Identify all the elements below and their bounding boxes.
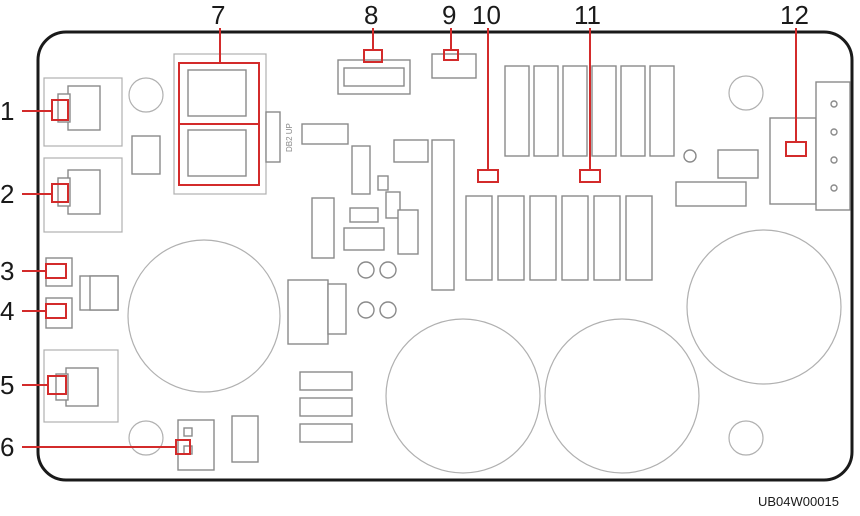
connector-1 <box>43 77 123 147</box>
connector-5 <box>43 349 119 423</box>
module-beside-3-4 <box>79 275 119 311</box>
led-11 <box>579 169 601 183</box>
misc-components <box>287 123 759 443</box>
callout-7: 7 <box>211 0 225 30</box>
callout-3: 3 <box>0 256 14 286</box>
capacitor-center-left <box>385 318 541 474</box>
capacitor-right <box>686 229 842 385</box>
callout-1: 1 <box>0 96 14 126</box>
connector-6 <box>177 419 215 471</box>
terminal-block-12 <box>769 81 851 211</box>
callout-11: 11 <box>574 0 601 30</box>
connector-9 <box>431 53 477 79</box>
callout-8: 8 <box>364 0 378 30</box>
mount-hole-top-right <box>728 75 764 111</box>
connector-8 <box>337 59 411 95</box>
callout-5: 5 <box>0 370 14 400</box>
capacitor-center-right <box>544 318 700 474</box>
callout-6: 6 <box>0 432 14 462</box>
connector-2 <box>43 157 123 233</box>
component-near-1 <box>131 135 161 175</box>
component-near-6 <box>231 415 259 463</box>
mount-hole-top-left <box>128 77 164 113</box>
callout-10: 10 <box>472 0 501 30</box>
silkscreen-label: DB2 UP <box>285 123 294 152</box>
led-10 <box>477 169 499 183</box>
resistor-array-top <box>504 65 675 157</box>
callout-4: 4 <box>0 296 14 326</box>
capacitor-left <box>127 239 281 393</box>
figure-code: UB04W00015 <box>758 494 839 509</box>
callout-9: 9 <box>442 0 456 30</box>
mount-hole-bottom-left <box>128 420 164 456</box>
mount-hole-bottom-right <box>728 420 764 456</box>
connector-4 <box>45 297 73 329</box>
connector-3 <box>45 257 73 287</box>
callout-2: 2 <box>0 179 14 209</box>
callout-12: 12 <box>780 0 809 30</box>
resistor-array-bottom <box>465 195 653 281</box>
